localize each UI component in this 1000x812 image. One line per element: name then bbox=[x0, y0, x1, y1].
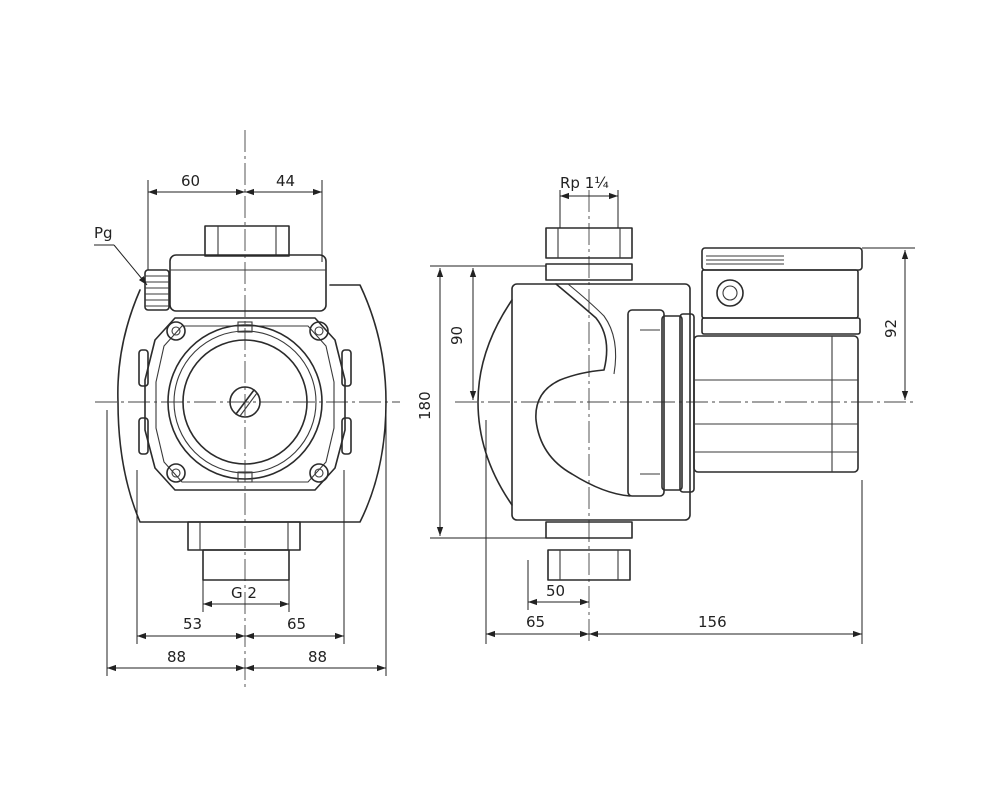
lower-inlet-thread bbox=[202, 549, 290, 581]
dim-rp-label: Rp 1¼ bbox=[560, 174, 609, 192]
lower-flange bbox=[187, 521, 301, 551]
side-upper-flange bbox=[545, 263, 633, 281]
cable-gland-icon bbox=[144, 269, 170, 311]
dim-50-label: 50 bbox=[546, 582, 565, 600]
side-lower-flange bbox=[545, 521, 633, 539]
dim-180-label: 180 bbox=[416, 391, 434, 420]
side-dimensions: Rp 1¼ 90 180 92 50 65 156 bbox=[416, 174, 915, 644]
dim-44-label: 44 bbox=[276, 172, 295, 190]
housing-back-silhouette bbox=[477, 299, 513, 506]
motor-cylinder bbox=[693, 335, 859, 473]
dim-g2-label: G 2 bbox=[231, 584, 257, 602]
dim-60-label: 60 bbox=[181, 172, 200, 190]
volute-curve bbox=[535, 283, 631, 497]
terminal-knob-icon bbox=[716, 279, 744, 307]
side-upper-socket bbox=[545, 227, 633, 259]
motor-head-body bbox=[144, 317, 346, 491]
dim-53-label: 53 bbox=[183, 615, 202, 633]
vent-screw-icon bbox=[229, 386, 261, 418]
side-pump-housing bbox=[511, 283, 691, 521]
side-view bbox=[455, 190, 915, 645]
dim-90-label: 90 bbox=[448, 326, 466, 345]
side-lower-inlet bbox=[547, 549, 631, 581]
dim-65-side-label: 65 bbox=[526, 613, 545, 631]
upper-outlet-socket bbox=[204, 225, 290, 257]
bolt-bosses bbox=[166, 321, 329, 483]
dim-92-label: 92 bbox=[882, 319, 900, 338]
motor-face-outer bbox=[167, 324, 323, 480]
terminal-box bbox=[701, 247, 863, 335]
pump-housing-outline bbox=[117, 284, 387, 523]
dim-65-front-label: 65 bbox=[287, 615, 306, 633]
front-dimensions: 60 44 Pg G 2 53 65 88 88 bbox=[94, 172, 387, 676]
pg-label: Pg bbox=[94, 224, 113, 242]
front-view bbox=[95, 130, 400, 690]
dim-156-label: 156 bbox=[698, 613, 727, 631]
motor-face-inner bbox=[182, 339, 308, 465]
dim-88-right-label: 88 bbox=[308, 648, 327, 666]
upper-flange-block bbox=[169, 254, 327, 312]
dim-88-left-label: 88 bbox=[167, 648, 186, 666]
